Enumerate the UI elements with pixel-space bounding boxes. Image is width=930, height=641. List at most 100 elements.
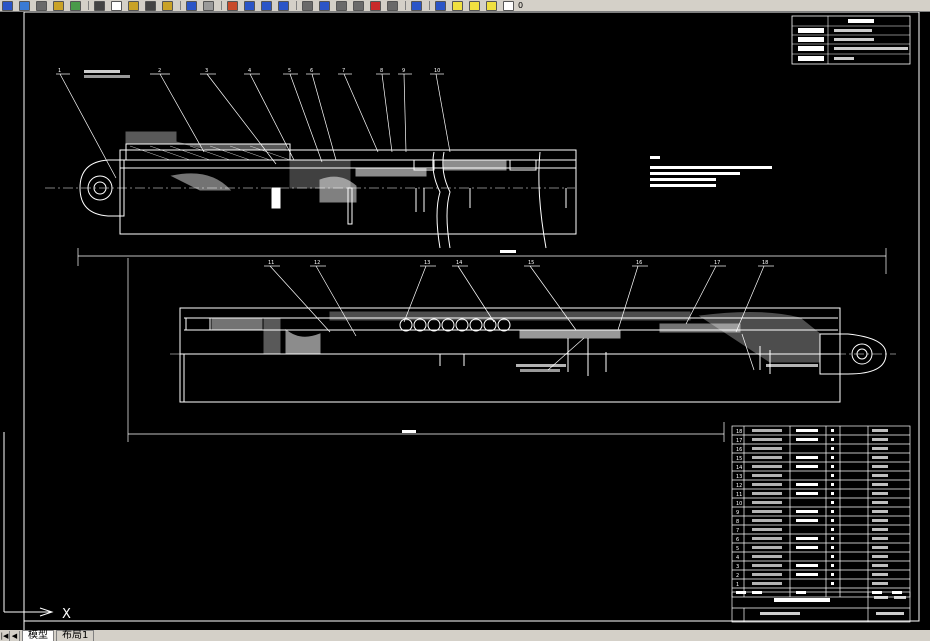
parts-list-code bbox=[752, 483, 782, 486]
parts-list-material bbox=[872, 492, 888, 495]
parts-list-qty bbox=[831, 528, 834, 531]
zoom-realtime-icon[interactable] bbox=[242, 0, 256, 11]
tool-palettes-icon[interactable] bbox=[334, 0, 348, 11]
parts-list-code bbox=[752, 582, 782, 585]
part-label: 15 bbox=[528, 260, 534, 266]
parts-list-row-number: 1 bbox=[736, 582, 739, 588]
toolbar-separator bbox=[296, 1, 297, 10]
parts-list-qty bbox=[831, 501, 834, 504]
parts-list-qty bbox=[831, 492, 834, 495]
design-center-icon[interactable] bbox=[317, 0, 331, 11]
parts-list-material bbox=[872, 438, 888, 441]
copy-icon[interactable] bbox=[109, 0, 123, 11]
parts-list-name bbox=[796, 465, 818, 468]
parts-list-code bbox=[752, 447, 782, 450]
part-label: 8 bbox=[380, 68, 383, 74]
current-layer-value[interactable]: 0 bbox=[518, 1, 524, 10]
part-label: 5 bbox=[288, 68, 291, 74]
parts-list-row-number: 7 bbox=[736, 528, 739, 534]
parts-list-material bbox=[872, 429, 888, 432]
zoom-window-icon[interactable] bbox=[259, 0, 273, 11]
parts-list-material bbox=[872, 564, 888, 567]
layer-manager-icon[interactable] bbox=[433, 0, 447, 11]
parts-list-material bbox=[872, 519, 888, 522]
parts-list-row-number: 17 bbox=[736, 438, 742, 444]
cylinder-top-view bbox=[45, 131, 577, 249]
parts-list-header bbox=[736, 591, 746, 594]
parts-list-material bbox=[872, 483, 888, 486]
weld-note-bottom-1 bbox=[516, 364, 566, 367]
part-label: 10 bbox=[434, 68, 440, 74]
parts-list-row-number: 13 bbox=[736, 474, 742, 480]
help-icon[interactable] bbox=[409, 0, 423, 11]
parts-list-header bbox=[752, 591, 762, 594]
color-square-icon[interactable] bbox=[501, 0, 515, 11]
parts-list-name bbox=[796, 429, 818, 432]
properties-icon[interactable] bbox=[300, 0, 314, 11]
zoom-previous-icon[interactable] bbox=[276, 0, 290, 11]
redo-icon[interactable] bbox=[201, 0, 215, 11]
parts-list-qty bbox=[831, 519, 834, 522]
parts-list-code bbox=[752, 564, 782, 567]
save-icon[interactable] bbox=[0, 0, 14, 11]
prev-tab-button[interactable]: ◀ bbox=[10, 631, 20, 641]
part-label: 17 bbox=[714, 260, 720, 266]
parts-list-row-number: 11 bbox=[736, 492, 742, 498]
first-tab-button[interactable]: |◀ bbox=[0, 631, 10, 641]
parts-list-qty bbox=[831, 474, 834, 477]
weld-note-bottom-3 bbox=[766, 364, 818, 367]
tab-layout1[interactable]: 布局1 bbox=[56, 630, 95, 641]
dimension-top bbox=[77, 248, 887, 274]
light-bulb-icon[interactable] bbox=[450, 0, 464, 11]
parts-list-material bbox=[872, 465, 888, 468]
parts-list-code bbox=[752, 429, 782, 432]
parts-list-name bbox=[796, 573, 818, 576]
part-label: 7 bbox=[342, 68, 345, 74]
block-editor-icon[interactable] bbox=[160, 0, 174, 11]
part-label: 6 bbox=[310, 68, 313, 74]
undo-icon[interactable] bbox=[184, 0, 198, 11]
cut-icon[interactable] bbox=[92, 0, 106, 11]
parts-list-qty bbox=[831, 438, 834, 441]
part-label: 18 bbox=[762, 260, 768, 266]
parts-list-name bbox=[796, 492, 818, 495]
parts-list-row-number: 3 bbox=[736, 564, 739, 570]
parts-list-row-number: 8 bbox=[736, 519, 739, 525]
parts-list-row-number: 4 bbox=[736, 555, 739, 561]
calculator-icon[interactable] bbox=[385, 0, 399, 11]
3d-dwf-icon[interactable] bbox=[68, 0, 82, 11]
markup-icon[interactable] bbox=[368, 0, 382, 11]
parts-list-qty bbox=[831, 564, 834, 567]
title-block bbox=[731, 591, 911, 623]
sheet-border bbox=[23, 12, 920, 622]
parts-list-material bbox=[872, 447, 888, 450]
parts-list-material bbox=[872, 537, 888, 540]
lock-icon[interactable] bbox=[484, 0, 498, 11]
preview-icon[interactable] bbox=[51, 0, 65, 11]
parts-list-qty bbox=[831, 537, 834, 540]
paste-icon[interactable] bbox=[126, 0, 140, 11]
parts-list-name bbox=[796, 483, 818, 486]
sun-icon[interactable] bbox=[467, 0, 481, 11]
plot-icon[interactable] bbox=[34, 0, 48, 11]
pan-icon[interactable] bbox=[225, 0, 239, 11]
toolbar-separator bbox=[221, 1, 222, 10]
match-properties-icon[interactable] bbox=[143, 0, 157, 11]
dimension-bottom bbox=[127, 258, 725, 442]
parts-list-qty bbox=[831, 429, 834, 432]
layout-tabs: |◀ ◀ 模型 布局1 bbox=[0, 630, 930, 641]
parts-list-name bbox=[796, 537, 818, 540]
part-label: 14 bbox=[456, 260, 462, 266]
part-label: 11 bbox=[268, 260, 274, 266]
parts-list-code bbox=[752, 510, 782, 513]
ucs-icon bbox=[3, 432, 54, 617]
technical-notes bbox=[650, 156, 772, 187]
part-label: 2 bbox=[158, 68, 161, 74]
toolbar-separator bbox=[180, 1, 181, 10]
publish-icon[interactable] bbox=[17, 0, 31, 11]
sheet-set-icon[interactable] bbox=[351, 0, 365, 11]
tab-model[interactable]: 模型 bbox=[22, 630, 54, 641]
